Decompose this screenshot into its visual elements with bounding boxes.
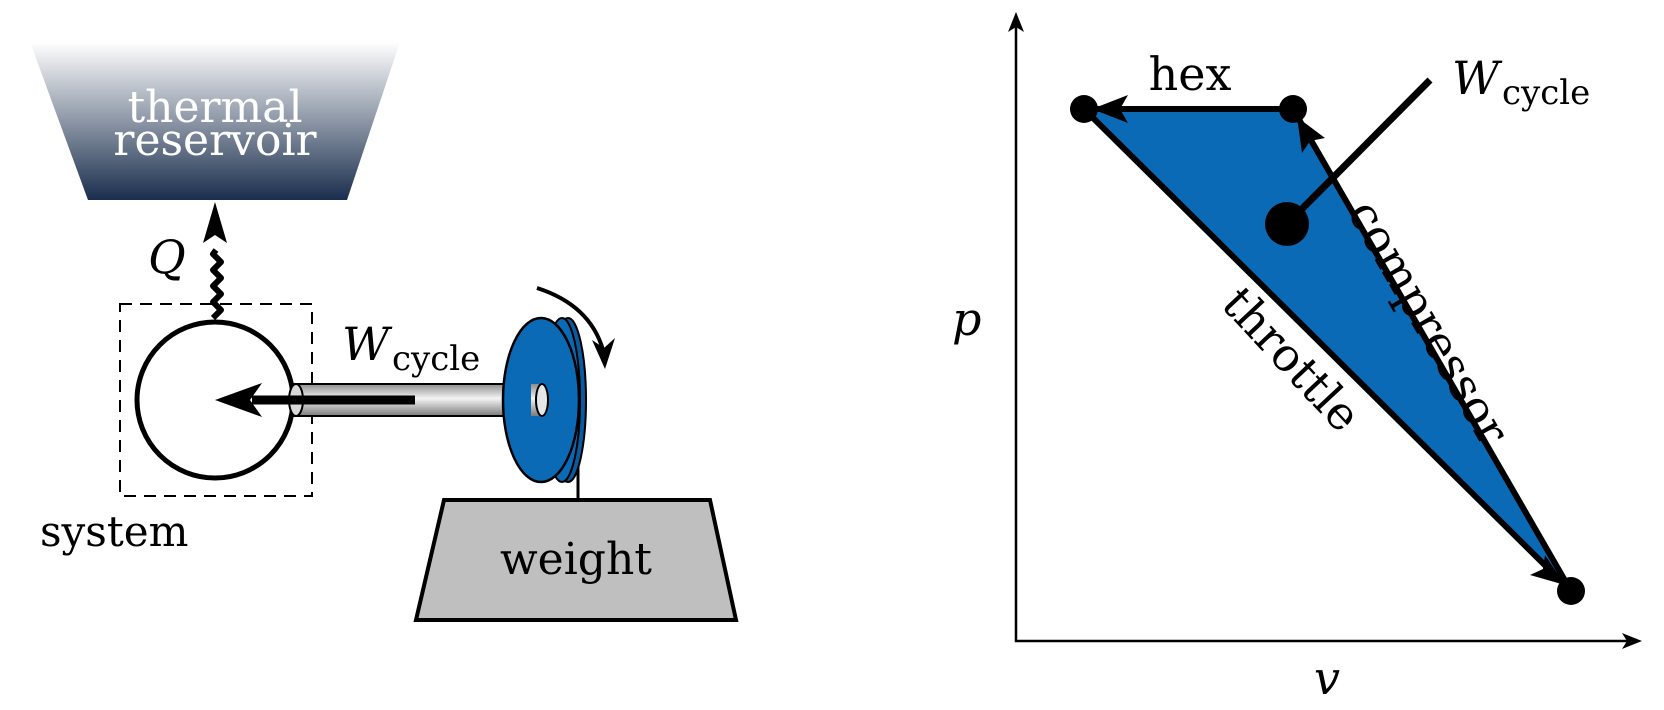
work-symbol: W (342, 317, 393, 371)
state-point-top-left (1070, 95, 1098, 123)
rotation-arrow-icon (536, 286, 615, 369)
heat-flow-arrow (203, 202, 227, 321)
net-work-indicator (1265, 77, 1433, 246)
y-axis (1008, 12, 1024, 642)
cycle-region (1081, 106, 1574, 594)
heat-symbol: Q (148, 230, 186, 284)
x-axis (1015, 633, 1642, 649)
hex-label: hex (1149, 47, 1232, 101)
thermal-reservoir: thermal reservoir (30, 42, 400, 200)
cycle-work-symbol: W (1452, 51, 1503, 105)
state-point-top-right (1279, 95, 1307, 123)
cycle-work-subscript: cycle (1502, 73, 1590, 113)
pulley-disk (501, 316, 587, 484)
x-axis-label: v (1314, 651, 1340, 705)
system-label: system (40, 507, 188, 556)
weight-label: weight (500, 534, 652, 585)
work-subscript: cycle (392, 339, 480, 379)
y-axis-label: p (952, 292, 981, 346)
pv-diagram: p v W cycle hex compressor throttle (952, 12, 1642, 705)
throttle-arrow-icon (1530, 555, 1565, 585)
hex-arrow-icon (1092, 95, 1128, 123)
reservoir-label-line2: reservoir (113, 115, 317, 166)
reservoir-label-line1: thermal (127, 82, 302, 133)
weight-block: weight (413, 498, 739, 622)
state-point-bottom (1557, 577, 1585, 605)
compressor-arrow-icon (1297, 117, 1325, 153)
system-diagram: thermal reservoir Q W cycle (30, 42, 739, 622)
work-arrow (215, 383, 415, 417)
shaft (288, 383, 543, 417)
